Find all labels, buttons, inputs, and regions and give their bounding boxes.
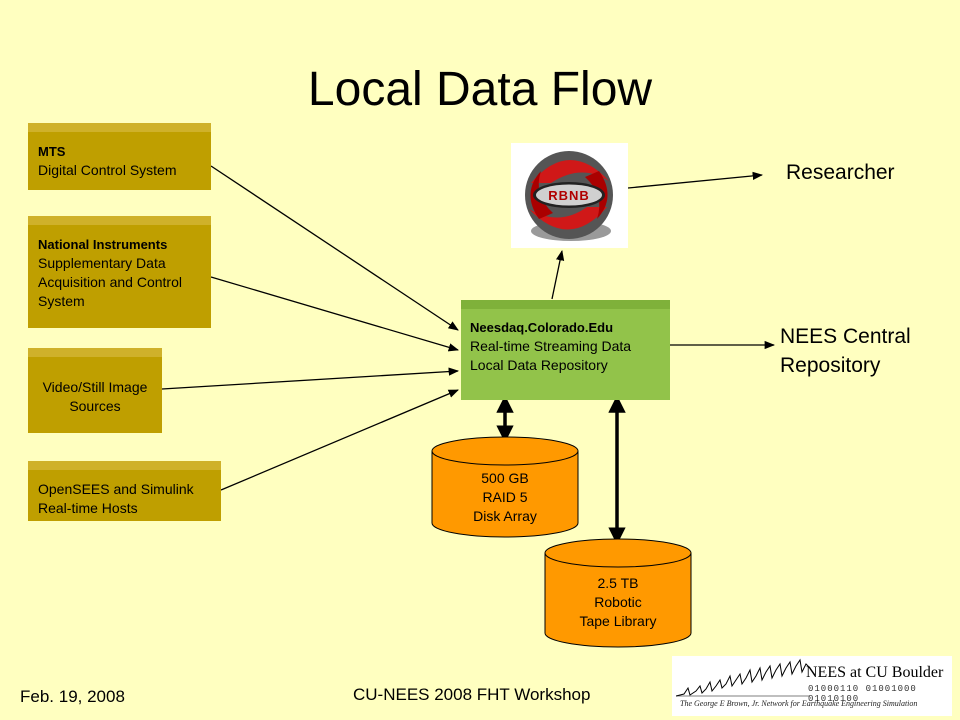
hub-line3: Local Data Repository [470,357,608,373]
mts-box: MTS Digital Control System [28,123,211,190]
ni-line2: Supplementary Data [38,255,166,271]
hub-line2: Real-time Streaming Data [470,338,632,354]
mts-desc: Digital Control System [38,162,177,178]
video-line2: Sources [69,398,121,414]
disk-line1: 500 GB [481,470,529,486]
arrow-opensees-to-hub [220,389,459,491]
footer-date: Feb. 19, 2008 [20,687,125,706]
ni-line4: System [38,293,85,309]
ni-line3: Acquisition and Control [38,274,182,290]
nees-cu-logo [672,656,952,716]
disk-array-cylinder [431,436,579,538]
arrow-ni-to-hub [210,276,459,352]
disk-line3: Disk Array [473,508,537,524]
rbnb-logo: RBNB [511,143,628,248]
nees-line1: NEES Central [780,325,911,348]
video-box: Video/Still Image Sources [28,348,162,433]
rbnb-logo-text: RBNB [548,188,590,203]
tape-line1: 2.5 TB [597,575,639,591]
mts-title: MTS [38,144,66,159]
ni-box: National Instruments Supplementary Data … [28,216,211,328]
opensees-line2: Real-time Hosts [38,500,138,516]
logo-subtitle: The George E Brown, Jr. Network for Eart… [680,699,918,708]
arrow-hub-to-rbnb [551,249,565,300]
hub-title: Neesdaq.Colorado.Edu [470,320,614,335]
researcher-label: Researcher [786,161,895,184]
seismograph-icon [676,658,811,697]
nees-central-label: NEES Central Repository [780,322,911,380]
page-title: Local Data Flow [307,63,653,116]
tape-library-label: 2.5 TB Robotic Tape Library [545,574,691,631]
tape-line2: Robotic [594,594,642,610]
arrow-video-to-hub [161,367,460,390]
nees-line2: Repository [780,354,881,377]
opensees-box: OpenSEES and Simulink Real-time Hosts [28,461,221,521]
ni-title: National Instruments [38,237,168,252]
tape-line3: Tape Library [579,613,657,629]
video-line1: Video/Still Image [42,379,148,395]
logo-binary: 01000110 01001000 01010100 [808,684,917,704]
arrow-mts-to-hub [210,165,459,331]
footer-workshop: CU-NEES 2008 FHT Workshop [353,685,591,704]
disk-line2: RAID 5 [482,489,528,505]
tape-library-cylinder [544,538,692,648]
logo-title: NEES at CU Boulder [806,664,944,681]
disk-array-label: 500 GB RAID 5 Disk Array [432,469,578,526]
neesdaq-hub: Neesdaq.Colorado.Edu Real-time Streaming… [461,300,670,400]
arrow-rbnb-to-researcher [627,171,764,189]
opensees-line1: OpenSEES and Simulink [38,481,194,497]
